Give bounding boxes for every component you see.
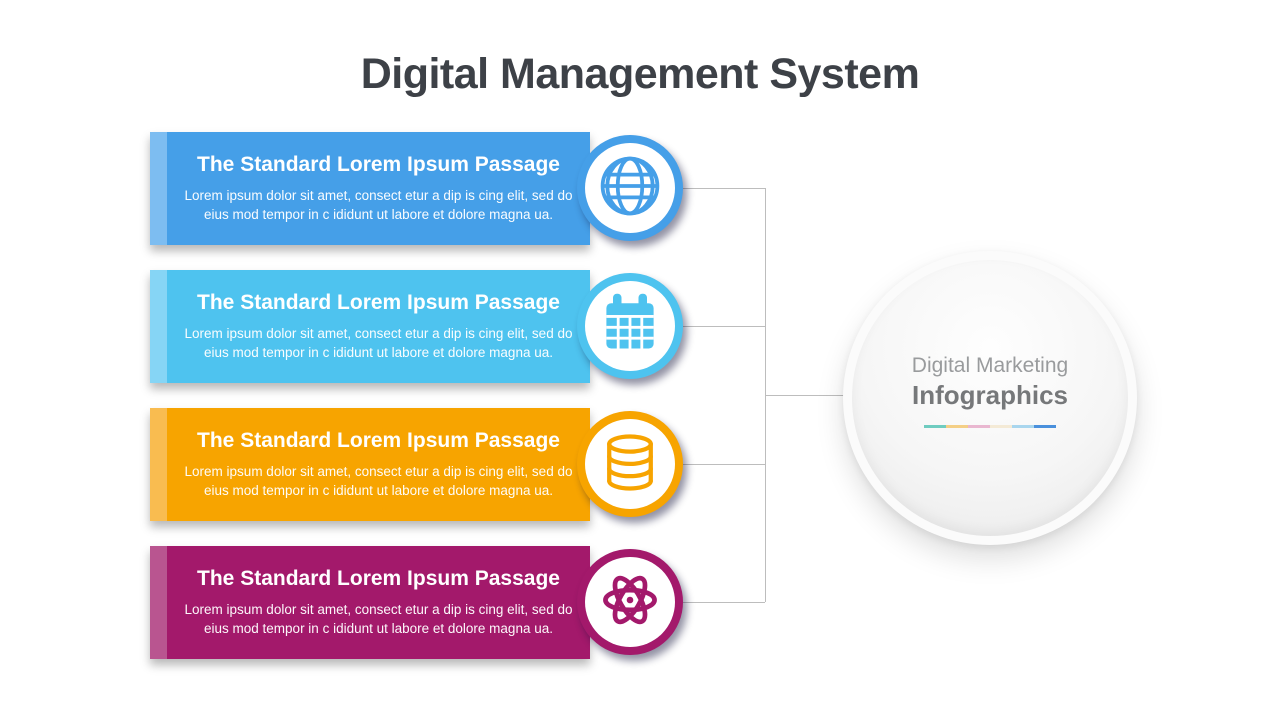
card-medallion (577, 273, 683, 379)
divider-segment (946, 425, 968, 428)
card-medallion (577, 135, 683, 241)
card-title: The Standard Lorem Ipsum Passage (197, 567, 560, 590)
divider-segment (1012, 425, 1034, 428)
card-calendar: The Standard Lorem Ipsum Passage Lorem i… (150, 270, 590, 383)
card-title: The Standard Lorem Ipsum Passage (197, 153, 560, 176)
card-medallion (577, 411, 683, 517)
connector-branch-3 (683, 464, 765, 465)
card-body: Lorem ipsum dolor sit amet, consect etur… (184, 326, 573, 360)
connector-branch-1 (683, 188, 765, 189)
connector-center-branch (765, 395, 845, 396)
divider-segment (990, 425, 1012, 428)
divider-segment (968, 425, 990, 428)
card-body: Lorem ipsum dolor sit amet, consect etur… (184, 464, 573, 498)
card-accent-strip (150, 408, 167, 521)
database-icon (596, 428, 664, 501)
card-body: Lorem ipsum dolor sit amet, consect etur… (184, 188, 573, 222)
card-atom: The Standard Lorem Ipsum Passage Lorem i… (150, 546, 590, 659)
card-title: The Standard Lorem Ipsum Passage (197, 291, 560, 314)
atom-icon (596, 566, 664, 639)
calendar-icon (596, 290, 664, 363)
center-circle: Digital Marketing Infographics (843, 251, 1137, 545)
card-title: The Standard Lorem Ipsum Passage (197, 429, 560, 452)
globe-icon (596, 152, 664, 225)
divider-segment (1034, 425, 1056, 428)
divider-segment (924, 425, 946, 428)
center-circle-divider (912, 425, 1068, 428)
connector-branch-4 (683, 602, 765, 603)
card-accent-strip (150, 546, 167, 659)
card-globe: The Standard Lorem Ipsum Passage Lorem i… (150, 132, 590, 245)
connector-branch-2 (683, 326, 765, 327)
card-body: Lorem ipsum dolor sit amet, consect etur… (184, 602, 573, 636)
card-accent-strip (150, 270, 167, 383)
card-medallion (577, 549, 683, 655)
center-circle-title: Digital Marketing (911, 354, 1069, 377)
slide-title: Digital Management System (360, 50, 920, 98)
card-accent-strip (150, 132, 167, 245)
card-database: The Standard Lorem Ipsum Passage Lorem i… (150, 408, 590, 521)
center-circle-subtitle: Infographics (911, 380, 1068, 410)
